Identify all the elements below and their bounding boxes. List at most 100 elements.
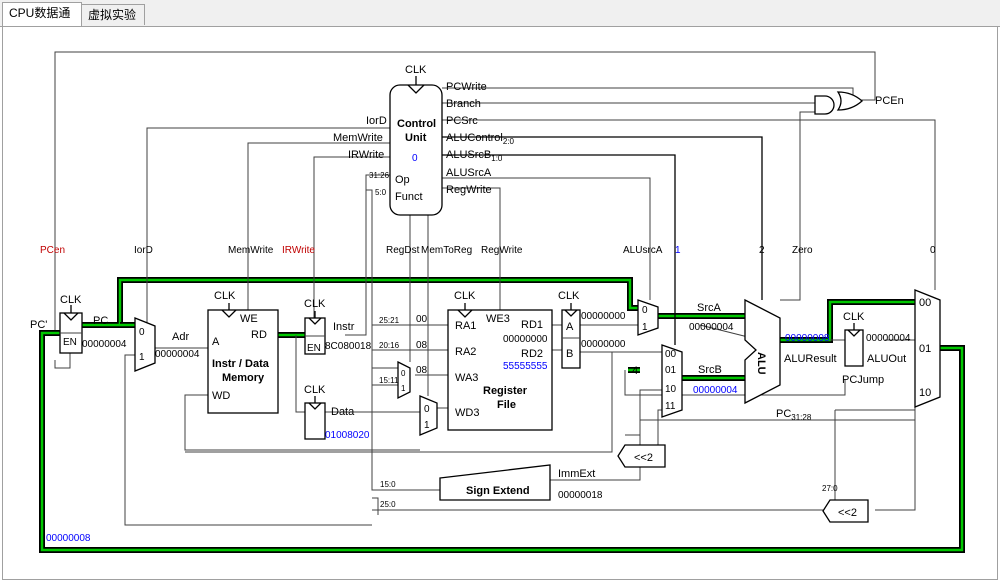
regdst-signal-label: RegDst — [386, 245, 420, 256]
srcb-mux-in01: 01 — [665, 365, 677, 376]
srca-value: 00000004 — [689, 322, 734, 333]
reg-b-value: 00000000 — [581, 339, 626, 350]
instr-data-memory[interactable]: WE A RD WD Instr / Data Memory — [207, 303, 279, 414]
regwrite-label: RegWrite — [446, 184, 492, 196]
regfile-ra1: RA1 — [455, 320, 476, 332]
adr-label: Adr — [172, 331, 189, 343]
ab-registers[interactable]: A B — [561, 303, 581, 369]
green-bus-srcb — [628, 367, 745, 381]
tab-bar: CPU数据通路 虚拟实验板 — [0, 0, 1000, 43]
regfile-rd2: RD2 — [521, 348, 543, 360]
iord-control-label: IorD — [366, 115, 387, 127]
pcsrc-mux-in01: 01 — [919, 343, 931, 355]
srca-mux-in1: 1 — [642, 322, 648, 333]
constant-four: 4 — [632, 365, 638, 377]
control-unit-funct: Funct — [395, 191, 423, 203]
memwrite-signal-label: MemWrite — [228, 245, 274, 256]
srcb-mux-in00: 00 — [665, 349, 677, 360]
pc-register[interactable]: EN — [59, 305, 83, 354]
regfile-title-1: Register — [483, 385, 528, 397]
pcwrite-label: PCWrite — [446, 81, 487, 93]
memwrite-control-label: MemWrite — [333, 132, 383, 144]
regfile-clk: CLK — [454, 290, 476, 302]
adr-mux[interactable]: 0 1 — [134, 317, 156, 372]
alu-label: ALU — [755, 352, 767, 375]
field-op: 31:26 — [369, 171, 390, 180]
pc-label: PC — [93, 315, 108, 327]
instr-clk: CLK — [304, 298, 326, 310]
memtoreg-mux-in1: 1 — [424, 420, 430, 431]
regwrite-signal-label: RegWrite — [481, 245, 523, 256]
memory-title-2: Memory — [222, 372, 265, 384]
srca-mux[interactable]: 0 1 — [637, 299, 659, 336]
shift-left-imm[interactable]: <<2 — [617, 444, 666, 468]
field-rt: 20:16 — [379, 341, 400, 350]
alusrca-label: ALUSrcA — [446, 167, 492, 179]
memory-title-1: Instr / Data — [212, 358, 270, 370]
control-unit-value: 0 — [412, 153, 418, 164]
reg-a-label: A — [566, 321, 574, 333]
control-clk: CLK — [405, 64, 427, 76]
regdst-mux[interactable]: 0 1 — [397, 360, 411, 400]
data-register[interactable] — [304, 396, 326, 440]
irwrite-control-label: IRWrite — [348, 149, 384, 161]
register-file[interactable]: WE3 RA1 RA2 WA3 WD3 RD1 RD2 00000000 555… — [447, 303, 553, 431]
shift-left-jump-label: <<2 — [838, 507, 857, 519]
pc-clk-label: CLK — [60, 294, 82, 306]
regdst-mux-in1: 1 — [401, 384, 406, 393]
pcsrc-signal-value: 0 — [930, 245, 936, 256]
regfile-we3: WE3 — [486, 313, 510, 325]
instr-label: Instr — [333, 321, 355, 333]
field-funct: 5:0 — [375, 188, 387, 197]
control-unit-op: Op — [395, 174, 410, 186]
alucontrol-signal-value: 2 — [759, 245, 765, 256]
irwrite-signal-label: IRWrite — [282, 245, 315, 256]
control-unit[interactable]: Control Unit 0 Op Funct — [389, 76, 443, 216]
and-gate-icon — [814, 95, 835, 115]
control-unit-title-2: Unit — [405, 132, 427, 144]
reg-a-value: 00000000 — [581, 311, 626, 322]
pcsrc-mux[interactable]: 00 01 10 — [914, 289, 941, 408]
field-imm: 15:0 — [380, 480, 396, 489]
alu[interactable]: ALU — [744, 298, 781, 405]
sign-extend-label: Sign Extend — [466, 485, 530, 497]
pc-high-label: PC31:28 — [776, 408, 812, 422]
aluout-register[interactable] — [844, 323, 864, 367]
aluresult-value: 00000008 — [785, 333, 830, 344]
memory-rd: RD — [251, 329, 267, 341]
memtoreg-mux[interactable]: 0 1 — [419, 395, 438, 436]
srcb-mux[interactable]: 00 01 10 11 — [661, 344, 683, 418]
srcb-label: SrcB — [698, 364, 722, 376]
adr-mux-in0: 0 — [139, 327, 145, 338]
regfile-rd2-value: 55555555 — [503, 361, 548, 372]
memory-we: WE — [240, 313, 258, 325]
regfile-ra2: RA2 — [455, 346, 476, 358]
memory-wd: WD — [212, 390, 230, 402]
memory-clk: CLK — [214, 290, 236, 302]
ab-clk: CLK — [558, 290, 580, 302]
wa3-input-value: 08 — [416, 365, 428, 376]
aluout-value: 00000004 — [866, 333, 911, 344]
green-bus-pc-loop — [39, 330, 965, 553]
pc-prime-label: PC' — [30, 319, 47, 331]
alusrca-signal-label: ALUsrcA — [623, 245, 663, 256]
reg-b-label: B — [566, 348, 573, 360]
shift-left-jump[interactable]: <<2 — [822, 499, 869, 523]
aluout-label: ALUOut — [867, 353, 906, 365]
regfile-wa3: WA3 — [455, 372, 478, 384]
instr-register[interactable]: EN — [304, 311, 326, 355]
regfile-wd3: WD3 — [455, 407, 479, 419]
wires — [54, 51, 941, 526]
zero-signal-label: Zero — [792, 245, 813, 256]
field-jump: 25:0 — [380, 500, 396, 509]
pcen-signal-label: PCen — [40, 245, 65, 256]
sign-extend[interactable]: Sign Extend — [439, 464, 551, 501]
ra2-input-value: 08 — [416, 340, 428, 351]
iord-signal-label: IorD — [134, 245, 153, 256]
pcsrc-label: PCSrc — [446, 115, 478, 127]
memory-a: A — [212, 336, 220, 348]
ra1-input-value: 00 — [416, 314, 428, 325]
immext-label: ImmExt — [558, 468, 595, 480]
